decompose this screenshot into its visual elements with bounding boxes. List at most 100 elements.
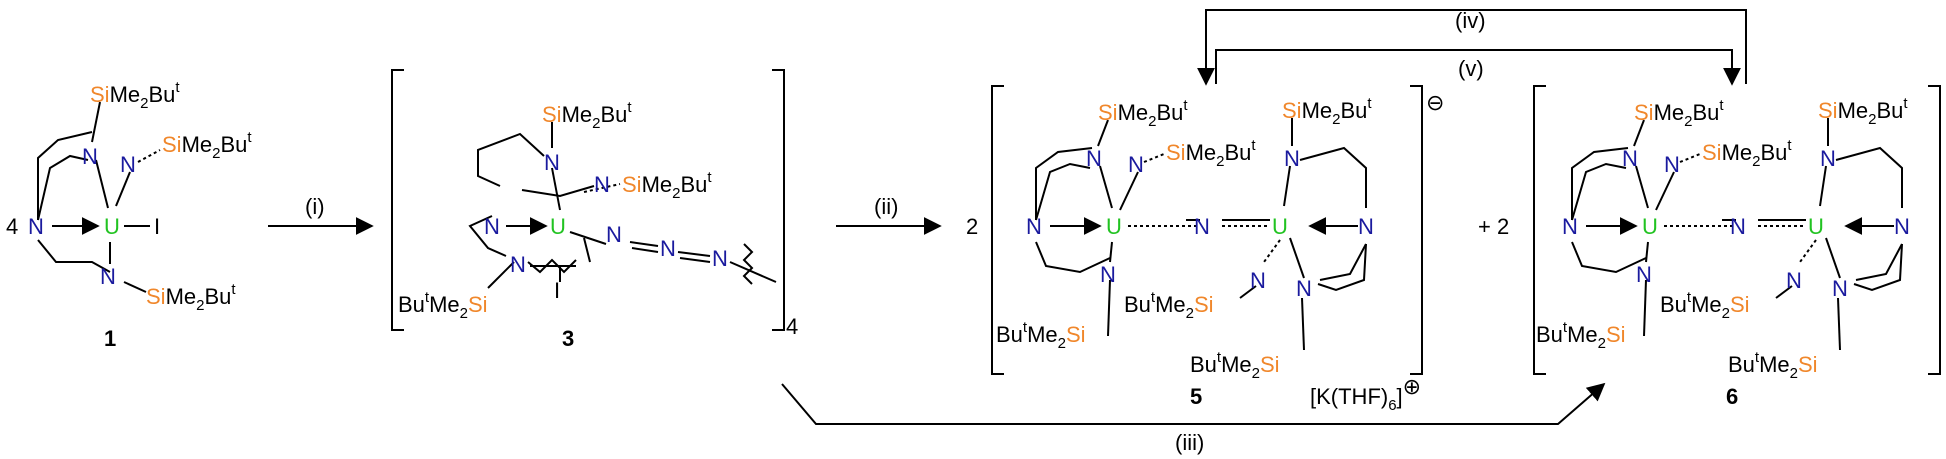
n-u-bond: [1819, 165, 1827, 207]
wavy-bond: [527, 258, 577, 274]
atom-n: N: [544, 150, 560, 175]
atom-n: N: [120, 152, 136, 177]
wavy-bond: [742, 243, 754, 285]
arrow-label-ii: (ii): [874, 194, 898, 219]
reaction-arrow-iv: [1197, 9, 1747, 86]
n-u-bond: [1283, 165, 1291, 207]
cage-bond: [1035, 147, 1093, 220]
atom-i: I: [554, 278, 560, 303]
compound-label-3: 3: [562, 326, 574, 351]
atom-n: N: [1562, 214, 1578, 239]
nn-bond: [631, 247, 659, 253]
n-u-bond: [1655, 171, 1675, 211]
silyl-group: ButMe2Si: [1124, 289, 1214, 322]
atom-n: N: [1296, 276, 1312, 301]
n-bond: [729, 261, 777, 283]
n-u-bond: [1635, 165, 1649, 209]
atom-u: U: [1106, 214, 1122, 239]
silyl-group: ButMe2Si: [398, 289, 488, 322]
compound-1: 4 N N N U I N SiMe2But SiMe2But SiMe2But…: [6, 79, 252, 351]
silyl-group: SiMe2But: [1634, 97, 1724, 130]
atom-n: N: [82, 144, 98, 169]
cage-bond: [1571, 162, 1627, 221]
n-si-bond: [1097, 119, 1109, 147]
u-n-bond: [1825, 237, 1841, 279]
cage-bond: [37, 154, 89, 221]
dashed-bond: [1263, 239, 1281, 263]
compound-6: N N N U N U N N N N N SiMe2But SiMe2But …: [1533, 85, 1941, 409]
silyl-group: ButMe2Si: [1660, 289, 1750, 322]
silyl-group: SiMe2But: [1282, 95, 1372, 128]
cage-bond: [468, 215, 507, 257]
u-n-bond: [1645, 241, 1649, 263]
right-bracket: [1410, 85, 1423, 375]
n-si-bond: [487, 261, 515, 289]
dashed-bond: [583, 183, 621, 193]
coefficient-5: 2: [966, 214, 978, 239]
silyl-group: ButMe2Si: [1190, 349, 1280, 382]
right-bracket: [1928, 85, 1941, 375]
atom-u: U: [550, 214, 566, 239]
silyl-group: SiMe2But: [1166, 137, 1256, 170]
coefficient-1: 4: [6, 214, 18, 239]
atom-n: N: [1194, 214, 1210, 239]
silyl-group: SiMe2But: [1098, 97, 1188, 130]
cage-bond: [1571, 241, 1647, 274]
cage-bond: [37, 239, 111, 273]
atom-n: N: [1786, 268, 1802, 293]
arrow-label-iii: (iii): [1175, 430, 1204, 455]
compound-label-1: 1: [104, 326, 116, 351]
dashed-bond: [1799, 239, 1817, 263]
atom-n: N: [1820, 146, 1836, 171]
atom-u: U: [1272, 214, 1288, 239]
cage-bond: [1299, 146, 1367, 208]
compound-label-5: 5: [1190, 384, 1202, 409]
atom-n: N: [1894, 214, 1910, 239]
cage-bond: [1035, 241, 1111, 274]
atom-n: N: [1284, 146, 1300, 171]
compound-label-6: 6: [1726, 384, 1738, 409]
silyl-group: SiMe2But: [622, 169, 712, 202]
atom-n: N: [660, 236, 676, 261]
right-bracket: [772, 69, 785, 331]
cage-bond: [477, 132, 545, 187]
anion-charge: ⊖: [1426, 90, 1444, 115]
silyl-group: SiMe2But: [90, 79, 180, 112]
atom-n: N: [1664, 152, 1680, 177]
n-si-bond: [1775, 285, 1793, 299]
cage-bond: [521, 185, 595, 198]
atom-u: U: [1808, 214, 1824, 239]
n-u-bond: [1119, 171, 1139, 211]
n-si-bond: [1837, 297, 1841, 351]
cage-bond: [1853, 243, 1903, 292]
atom-n: N: [606, 222, 622, 247]
arrow-label-v: (v): [1458, 56, 1484, 81]
nn-bond: [677, 251, 711, 257]
n-si-bond: [1239, 285, 1257, 299]
u-n-bond: [1109, 241, 1113, 263]
n-si-bond: [1107, 279, 1111, 337]
plus-coefficient-6: + 2: [1478, 214, 1509, 239]
atom-n: N: [484, 214, 500, 239]
compound-3: 4 N N N U N N N N I SiMe2But SiMe2But: [391, 69, 798, 351]
u-n-bond: [583, 237, 591, 263]
left-bracket: [991, 85, 1004, 375]
atom-n: N: [1636, 262, 1652, 287]
n-si-bond: [123, 281, 147, 293]
dashed-bond: [137, 149, 161, 163]
silyl-group: SiMe2But: [1702, 137, 1792, 170]
atom-n: N: [1832, 276, 1848, 301]
reaction-arrow-v: [1215, 49, 1741, 86]
silyl-group: SiMe2But: [1818, 95, 1908, 128]
atom-n: N: [1250, 268, 1266, 293]
atom-n: N: [1730, 214, 1746, 239]
atom-n: N: [1128, 152, 1144, 177]
silyl-group: SiMe2But: [146, 281, 236, 314]
dashed-bond: [1143, 153, 1165, 163]
atom-n: N: [510, 252, 526, 277]
nn-bond: [629, 241, 659, 247]
atom-n: N: [100, 264, 116, 289]
n-u-bond: [551, 167, 561, 211]
arrow-label-iv: (iv): [1455, 8, 1486, 33]
